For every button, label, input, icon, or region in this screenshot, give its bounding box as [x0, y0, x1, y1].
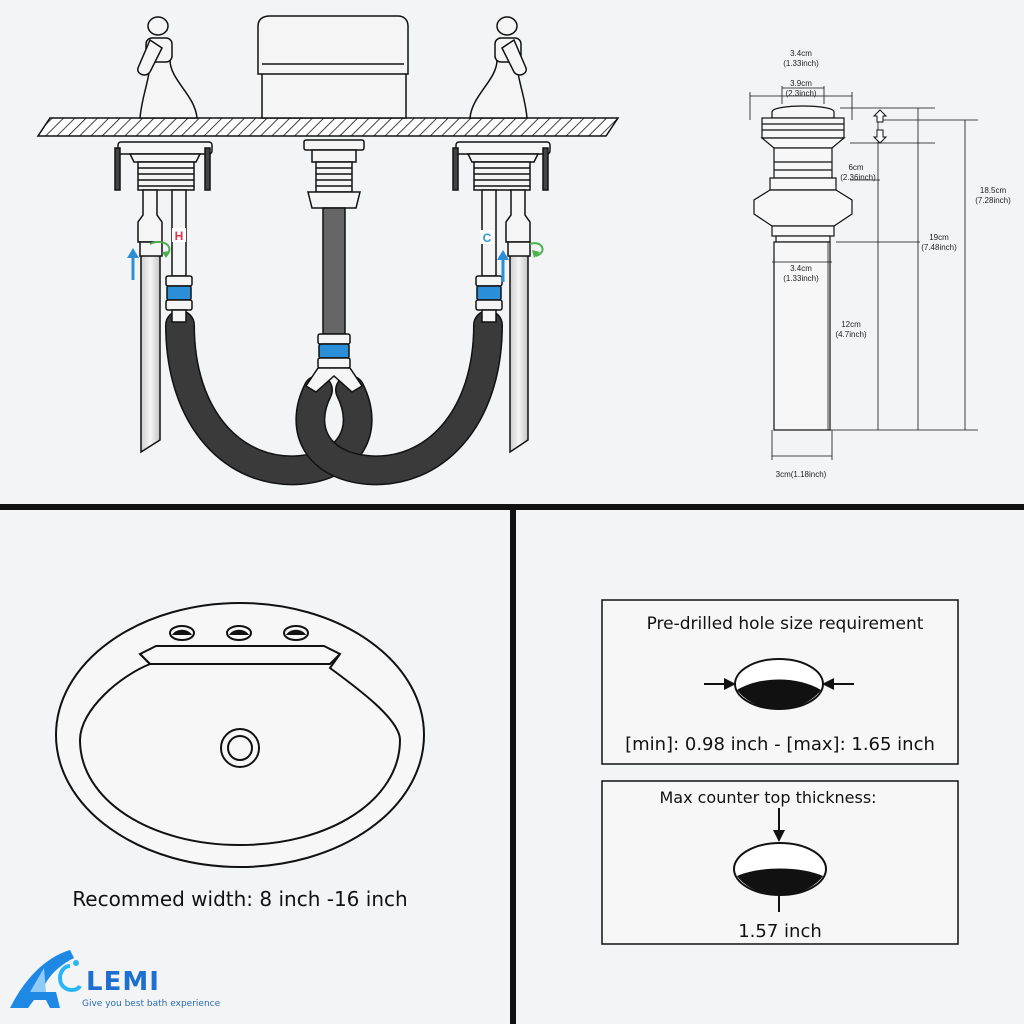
sink-caption: Recommed width: 8 inch -16 inch — [72, 887, 407, 911]
valve-left — [114, 141, 213, 277]
rotate-arrow-right-icon — [529, 242, 544, 258]
drain-diagram: 3.4cm (1.33inch) 3.9cm (2.3inch) 6cm (2.… — [749, 49, 1011, 479]
supply-line-cold — [509, 249, 529, 454]
dim-body-height-in: (2.36inch) — [840, 173, 876, 182]
cold-label: C — [483, 231, 492, 245]
dim-tube-length-in: (4.7inch) — [835, 330, 866, 339]
dim-tube-width-in: (1.33inch) — [783, 274, 819, 283]
dim-overall-19-in: (7.48inch) — [921, 243, 957, 252]
supply-line-hot — [140, 249, 161, 454]
dim-overall-185-in: (7.28inch) — [975, 196, 1011, 205]
panel-dividers — [0, 504, 1024, 1024]
counter-value: 1.57 inch — [738, 921, 822, 942]
handle-left — [137, 16, 198, 119]
dim-cap-width-in: (2.3inch) — [785, 89, 816, 98]
counter-thickness-box: Max counter top thickness: 1.57 inch — [601, 780, 959, 945]
logo-name: LEMI — [86, 967, 160, 997]
dimension-lines — [749, 86, 978, 460]
countertop — [36, 117, 620, 137]
hole-arrow-right-icon — [822, 678, 854, 690]
faucet-installation: H C — [36, 15, 620, 486]
dim-overall-19: 19cm — [929, 233, 949, 242]
hot-label-box: H — [172, 228, 186, 243]
hole-arrow-left-icon — [704, 678, 736, 690]
brand-logo: LEMI — [10, 950, 160, 1008]
dim-tube-length: 12cm — [841, 320, 861, 329]
rotate-arrow-left-icon — [149, 240, 171, 258]
valve-right — [452, 141, 551, 277]
sink-drain — [220, 728, 260, 768]
connector-right — [475, 275, 503, 323]
dim-cap-width: 3.9cm — [790, 79, 812, 88]
hole-illustration — [734, 658, 824, 710]
hole-range: [min]: 0.98 inch - [max]: 1.65 inch — [625, 734, 935, 755]
handle-right — [469, 16, 528, 119]
logo-tagline: Give you best bath experience — [82, 999, 221, 1009]
sink-top-view — [55, 602, 425, 868]
flow-arrow-right — [497, 250, 509, 282]
dim-top-width-in: (1.33inch) — [783, 59, 819, 68]
braided-hoses — [165, 310, 503, 486]
up-down-arrows-icon — [872, 109, 888, 144]
drain-body — [753, 105, 853, 431]
cold-label-box: C — [480, 230, 494, 245]
counter-arrow-down-icon — [773, 808, 785, 842]
flow-arrow-left — [127, 248, 139, 280]
counter-box-title: Max counter top thickness: — [659, 788, 876, 807]
spout-shank — [303, 139, 365, 335]
connector-center — [304, 333, 364, 393]
hole-size-box: Pre-drilled hole size requirement [min]:… — [601, 599, 959, 765]
connector-left — [165, 275, 193, 323]
hot-label: H — [175, 229, 184, 243]
dim-overall-185: 18.5cm — [980, 186, 1007, 195]
dim-tube-width: 3.4cm — [790, 264, 812, 273]
hole-box-title: Pre-drilled hole size requirement — [647, 614, 924, 634]
dim-body-height: 6cm — [848, 163, 863, 172]
faucet-holes — [169, 625, 309, 641]
dim-bottom-width: 3cm(1.18inch) — [776, 470, 827, 479]
counter-arrow-up-icon — [773, 872, 785, 912]
spout — [257, 15, 409, 119]
dim-top-width: 3.4cm — [790, 49, 812, 58]
